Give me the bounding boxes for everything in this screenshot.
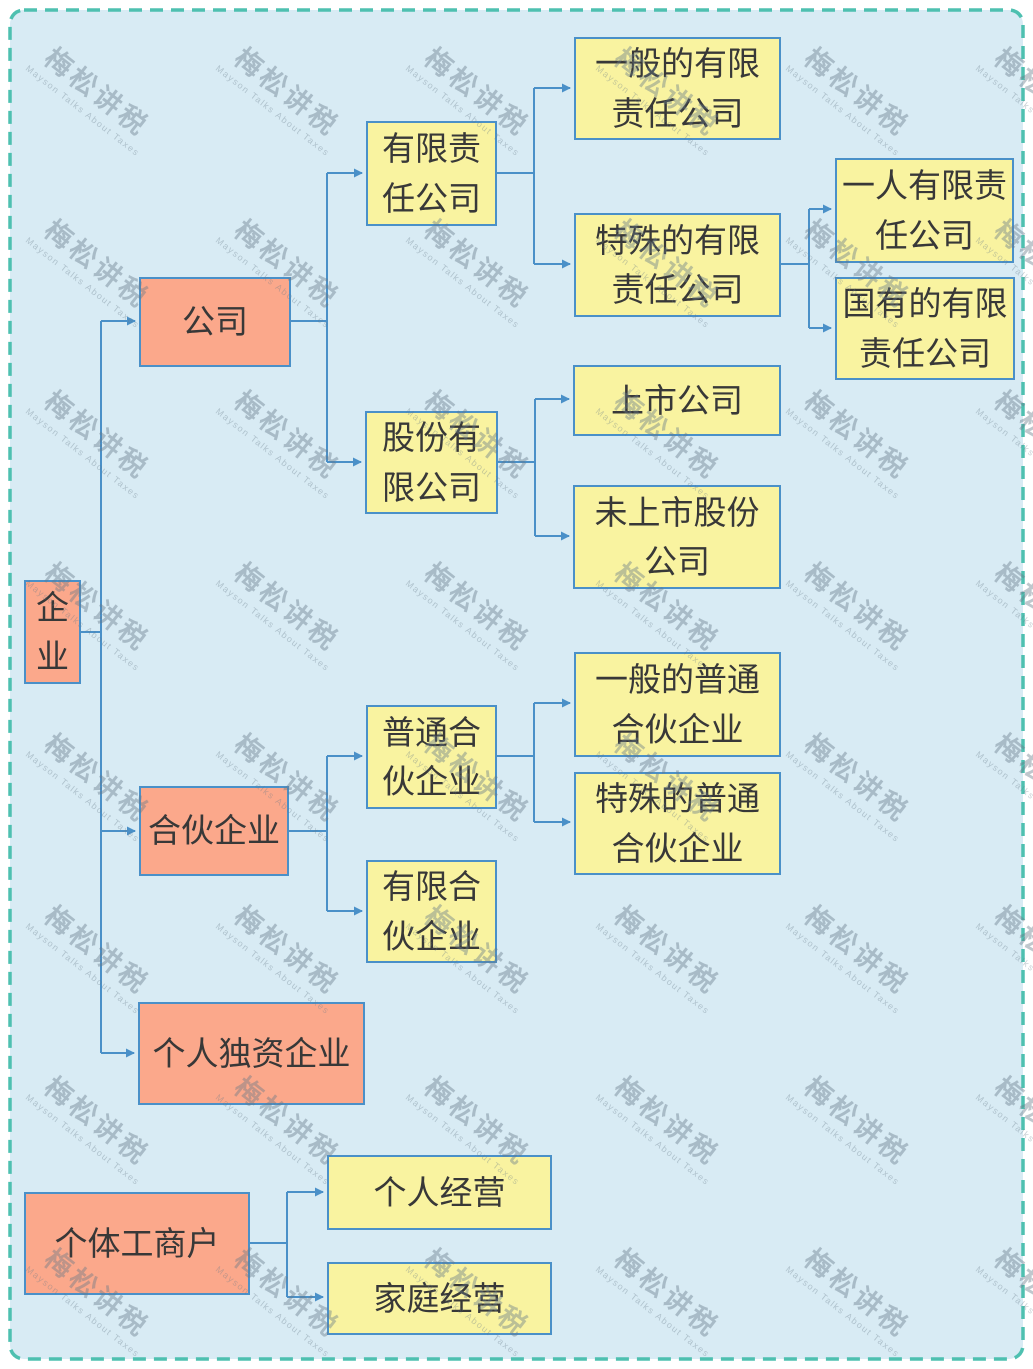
- node-individual-business: 个体工商户: [24, 1192, 250, 1295]
- node-special-llc: 特殊的有限 责任公司: [574, 213, 781, 317]
- connector-joint-stock-spine: [498, 399, 536, 536]
- connector-company-spine: [291, 173, 328, 462]
- node-limited-partnership: 有限合 伙企业: [366, 860, 497, 963]
- connector-special-llc-spine: [781, 209, 810, 328]
- connector-partnership-spine: [289, 756, 328, 911]
- node-one-person-llc: 一人有限责 任公司: [835, 158, 1014, 263]
- node-listed-company: 上市公司: [573, 365, 781, 436]
- node-unlisted-joint-stock-company: 未上市股份 公司: [573, 485, 781, 589]
- node-partnership: 合伙企业: [139, 786, 289, 876]
- node-enterprise: 企 业: [24, 580, 81, 684]
- node-joint-stock-company: 股份有 限公司: [365, 411, 498, 514]
- node-limited-liability-company: 有限责 任公司: [366, 121, 497, 226]
- node-company: 公司: [139, 277, 291, 367]
- node-special-general-partnership: 特殊的普通 合伙企业: [574, 772, 781, 875]
- connector-llc-spine: [497, 88, 535, 264]
- node-family-operation: 家庭经营: [327, 1262, 552, 1335]
- node-general-llc: 一般的有限 责任公司: [574, 37, 781, 140]
- node-general-partnership: 普通合 伙企业: [366, 705, 497, 809]
- connector-general-partnership-spine: [497, 703, 535, 822]
- node-sole-proprietorship: 个人独资企业: [138, 1002, 365, 1105]
- connector-enterprise-trunk: [81, 321, 102, 1053]
- connector-individual-business-spine: [250, 1192, 288, 1297]
- node-individual-operation: 个人经营: [327, 1155, 552, 1230]
- node-state-owned-llc: 国有的有限 责任公司: [835, 277, 1015, 380]
- node-general-general-partnership: 一般的普通 合伙企业: [574, 652, 781, 757]
